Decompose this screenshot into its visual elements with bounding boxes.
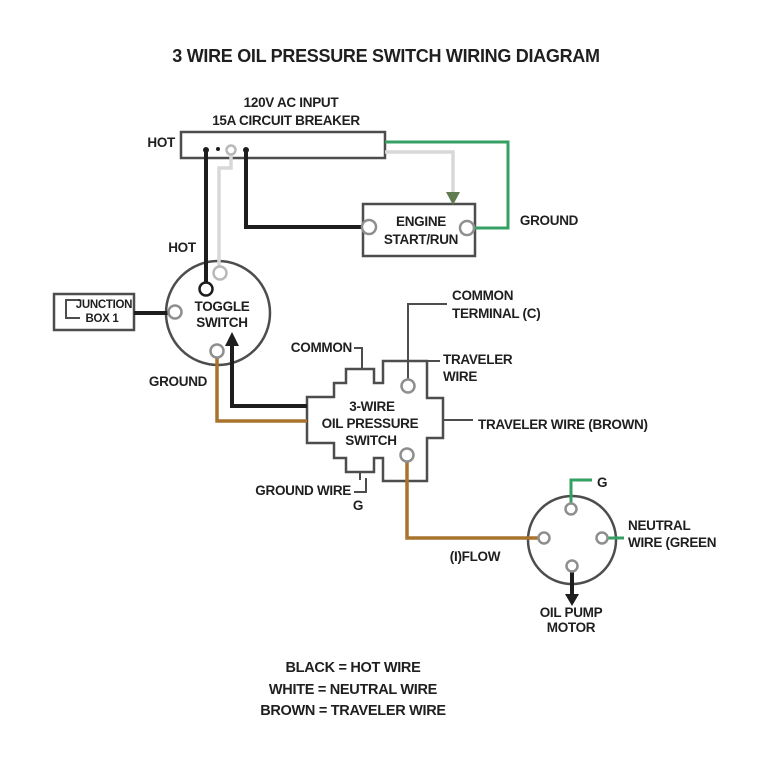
- pressure-switch-label-line3: SWITCH: [345, 433, 396, 448]
- motor-name-line2: MOTOR: [547, 620, 596, 635]
- engine-left-terminal: [360, 218, 378, 236]
- legend-line-brown: BROWN = TRAVELER WIRE: [260, 703, 446, 719]
- engine-arrowhead-icon: [446, 192, 460, 205]
- ground-wire-label-connector: [354, 478, 367, 493]
- toggle-hot-terminal: [198, 281, 214, 297]
- hot-wire-switch-to-toggle: [230, 344, 307, 408]
- traveler-label-line2: WIRE: [443, 369, 477, 384]
- toggle-label-line1: TOGGLE: [195, 299, 250, 314]
- pressure-switch-label-line1: 3-WIRE: [349, 399, 395, 414]
- motor-arrowhead-icon: [565, 594, 579, 606]
- wire-breaker-to-engine-top: [385, 150, 455, 193]
- junction-label-line1: JUNCTION: [76, 299, 132, 311]
- neutral-label-line1: NEUTRAL: [628, 518, 690, 533]
- engine-start-run-box: [361, 202, 477, 258]
- traveler-wire-toggle-to-switch: [215, 356, 307, 423]
- ground-g-label: G: [353, 498, 363, 513]
- toggle-junction-terminal: [167, 304, 183, 320]
- engine-right-terminal: [458, 219, 476, 237]
- circuit-breaker-box: [179, 130, 387, 160]
- breaker-contact-dot: [243, 147, 249, 153]
- hot-label-toggle: HOT: [168, 240, 197, 255]
- toggle-ground-terminal: [209, 343, 225, 359]
- breaker-label-line1: 120V AC INPUT: [244, 95, 340, 110]
- junction-label-line2: BOX 1: [85, 313, 119, 325]
- engine-label-line2: START/RUN: [384, 232, 458, 247]
- legend-line-white: WHITE = NEUTRAL WIRE: [269, 682, 438, 698]
- motor-top-terminal: [564, 502, 578, 516]
- traveler-wire-switch-to-motor: [405, 460, 540, 540]
- breaker-label-line2: 15A CIRCUIT BREAKER: [212, 113, 360, 128]
- engine-label-line1: ENGINE: [396, 214, 446, 229]
- pressure-switch-label-line2: OIL PRESSURE: [322, 416, 419, 431]
- diagram-title: 3 WIRE OIL PRESSURE SWITCH WIRING DIAGRA…: [172, 46, 599, 66]
- breaker-contact-dot-small: [216, 147, 220, 151]
- legend-line-black: BLACK = HOT WIRE: [286, 660, 422, 676]
- motor-left-terminal: [537, 531, 551, 545]
- common-label-connector: [354, 347, 363, 369]
- switch-common-terminal: [400, 378, 416, 394]
- common-terminal-connector: [407, 303, 447, 380]
- neutral-wire-breaker-to-toggle: [217, 153, 233, 268]
- common-label: COMMON: [291, 340, 352, 355]
- flow-label: (I)FLOW: [450, 549, 501, 564]
- toggle-neutral-terminal: [212, 265, 228, 281]
- traveler-brown-label: TRAVELER WIRE (BROWN): [478, 417, 648, 432]
- traveler-label-line1: TRAVELER: [443, 352, 513, 367]
- motor-g-label: G: [597, 475, 607, 490]
- motor-name-line1: OIL PUMP: [540, 605, 603, 620]
- ground-label-engine: GROUND: [520, 213, 579, 228]
- breaker-contact-dot: [203, 147, 209, 153]
- green-ground-wire-motor-top: [569, 478, 592, 505]
- ground-label-toggle: GROUND: [149, 374, 208, 389]
- ground-wire-breaker-to-engine: [385, 140, 510, 230]
- toggle-arrowhead-icon: [225, 332, 239, 346]
- toggle-label-line2: SWITCH: [196, 315, 247, 330]
- hot-wire-breaker-to-engine: [244, 152, 363, 229]
- motor-bottom-terminal: [565, 559, 579, 573]
- common-terminal-label-line2: TERMINAL (C): [452, 306, 540, 321]
- motor-right-terminal: [595, 531, 609, 545]
- junction-bracket-icon: [65, 299, 80, 319]
- hot-label-breaker: HOT: [147, 135, 176, 150]
- common-terminal-label-line1: COMMON: [452, 288, 513, 303]
- breaker-neutral-contact: [225, 144, 237, 156]
- neutral-label-line2: WIRE (GREEN: [628, 535, 716, 550]
- switch-flow-terminal: [399, 447, 415, 463]
- ground-wire-label: GROUND WIRE: [255, 483, 351, 498]
